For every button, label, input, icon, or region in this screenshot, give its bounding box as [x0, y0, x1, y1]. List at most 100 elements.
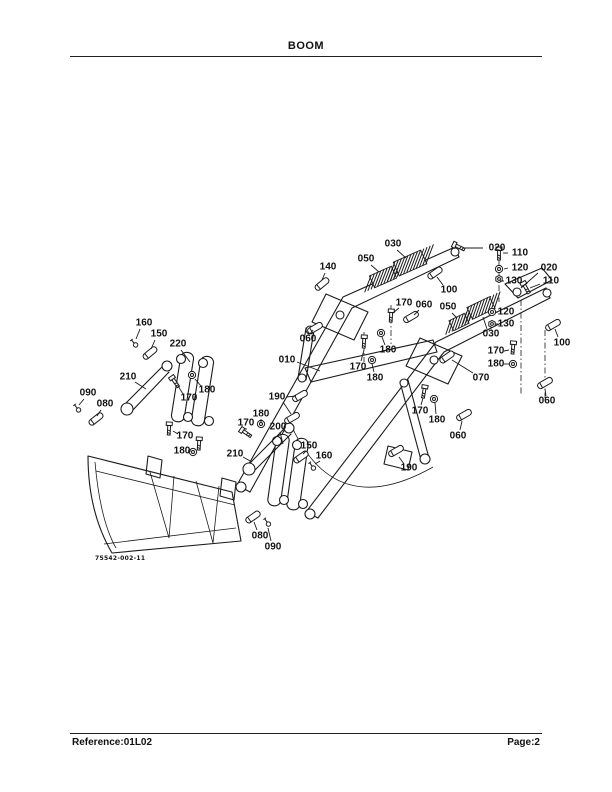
callout-180: 180	[253, 409, 270, 420]
callout-220: 220	[170, 339, 187, 350]
pin-icon	[293, 450, 309, 464]
bucket-bracket	[219, 477, 237, 501]
callout-010: 010	[279, 355, 296, 366]
fitting-icon	[129, 338, 139, 348]
pin-icon	[456, 408, 472, 422]
callout-leader	[392, 307, 400, 314]
callout-leader	[420, 397, 424, 406]
callout-120: 120	[512, 263, 529, 274]
callout-leader	[150, 339, 156, 350]
callout-170: 170	[396, 298, 413, 309]
callout-120: 120	[498, 307, 515, 318]
bolt-icon	[165, 421, 173, 436]
callout-100: 100	[554, 338, 571, 349]
callout-070: 070	[473, 373, 490, 384]
callout-170: 170	[238, 418, 255, 429]
bolt-icon	[167, 373, 181, 389]
callout-110: 110	[512, 248, 529, 259]
callout-leader	[279, 431, 284, 445]
callout-leader	[135, 328, 141, 340]
callout-leader	[544, 388, 547, 397]
callout-150: 150	[301, 441, 318, 452]
callout-090: 090	[80, 388, 97, 399]
callout-leader	[172, 430, 179, 435]
callout-020: 020	[489, 243, 506, 254]
pin-icon	[388, 444, 404, 458]
washer-icon	[367, 355, 377, 365]
callout-170: 170	[412, 406, 429, 417]
callout-200: 200	[270, 422, 287, 433]
decal-layer	[364, 244, 501, 335]
hardware-parts-layer	[72, 240, 561, 527]
fitting-icon	[72, 403, 82, 413]
fitting-icon	[263, 517, 272, 527]
bolt-icon	[421, 384, 429, 399]
callout-leader	[309, 329, 314, 335]
boom-arm-rear	[304, 267, 553, 520]
callout-leader	[413, 309, 420, 316]
callout-180: 180	[174, 446, 191, 457]
pin-icon	[427, 266, 443, 280]
callout-leader	[78, 398, 85, 406]
callout-060: 060	[450, 431, 467, 442]
callout-leader	[451, 312, 458, 319]
callout-190: 190	[401, 463, 418, 474]
cross-tube	[304, 339, 438, 383]
bucket-bracket	[145, 455, 163, 479]
callout-160: 160	[136, 318, 153, 329]
callout-210: 210	[227, 449, 244, 460]
callout-060: 060	[300, 334, 317, 345]
callout-leader	[360, 349, 365, 362]
callout-130: 130	[506, 276, 523, 287]
callout-leader	[134, 381, 147, 390]
callout-leader	[253, 521, 258, 531]
link-rod-left	[120, 360, 173, 416]
callout-leader	[180, 349, 191, 363]
callout-leader	[459, 420, 463, 431]
pin-icon	[284, 411, 300, 425]
callout-030: 030	[385, 239, 402, 250]
callout-leader	[482, 316, 488, 330]
bolt-icon	[509, 340, 518, 355]
page-title: BOOM	[287, 40, 325, 52]
callout-140: 140	[320, 262, 337, 273]
callout-leader	[194, 378, 202, 387]
knee-plate-front	[311, 293, 369, 341]
callout-leader	[434, 402, 437, 415]
washer-icon	[494, 264, 504, 274]
pin-icon	[307, 321, 323, 335]
callout-080: 080	[252, 531, 269, 542]
callout-210: 210	[120, 372, 137, 383]
boom-artwork	[87, 246, 553, 554]
footer-rule	[70, 733, 542, 734]
callout-leader	[302, 450, 307, 455]
decal-030-rear	[462, 291, 501, 325]
callout-leader	[296, 361, 321, 372]
callout-100: 100	[441, 285, 458, 296]
callout-leader	[451, 359, 474, 374]
callout-110: 110	[543, 276, 560, 287]
callout-leader	[520, 272, 539, 289]
callout-080: 080	[97, 399, 114, 410]
fitting-icon	[308, 461, 317, 471]
nut-icon	[495, 274, 503, 284]
callout-180: 180	[429, 415, 446, 426]
footer-reference: Reference:01L02	[72, 737, 153, 748]
callout-leader	[503, 349, 510, 352]
washer-icon	[187, 370, 197, 380]
callout-leader	[396, 249, 407, 259]
callout-090: 090	[265, 542, 282, 553]
callout-leader	[267, 527, 272, 542]
callout-050: 050	[440, 302, 457, 313]
callout-060: 060	[416, 300, 433, 311]
callout-020: 020	[541, 263, 558, 274]
callout-190: 190	[269, 392, 286, 403]
callout-170: 170	[177, 431, 194, 442]
callout-160: 160	[316, 451, 333, 462]
bolt-icon	[495, 246, 503, 261]
washer-icon	[508, 359, 518, 369]
bolt-icon	[360, 334, 368, 349]
callout-050: 050	[358, 254, 375, 265]
callout-leader	[314, 460, 321, 465]
